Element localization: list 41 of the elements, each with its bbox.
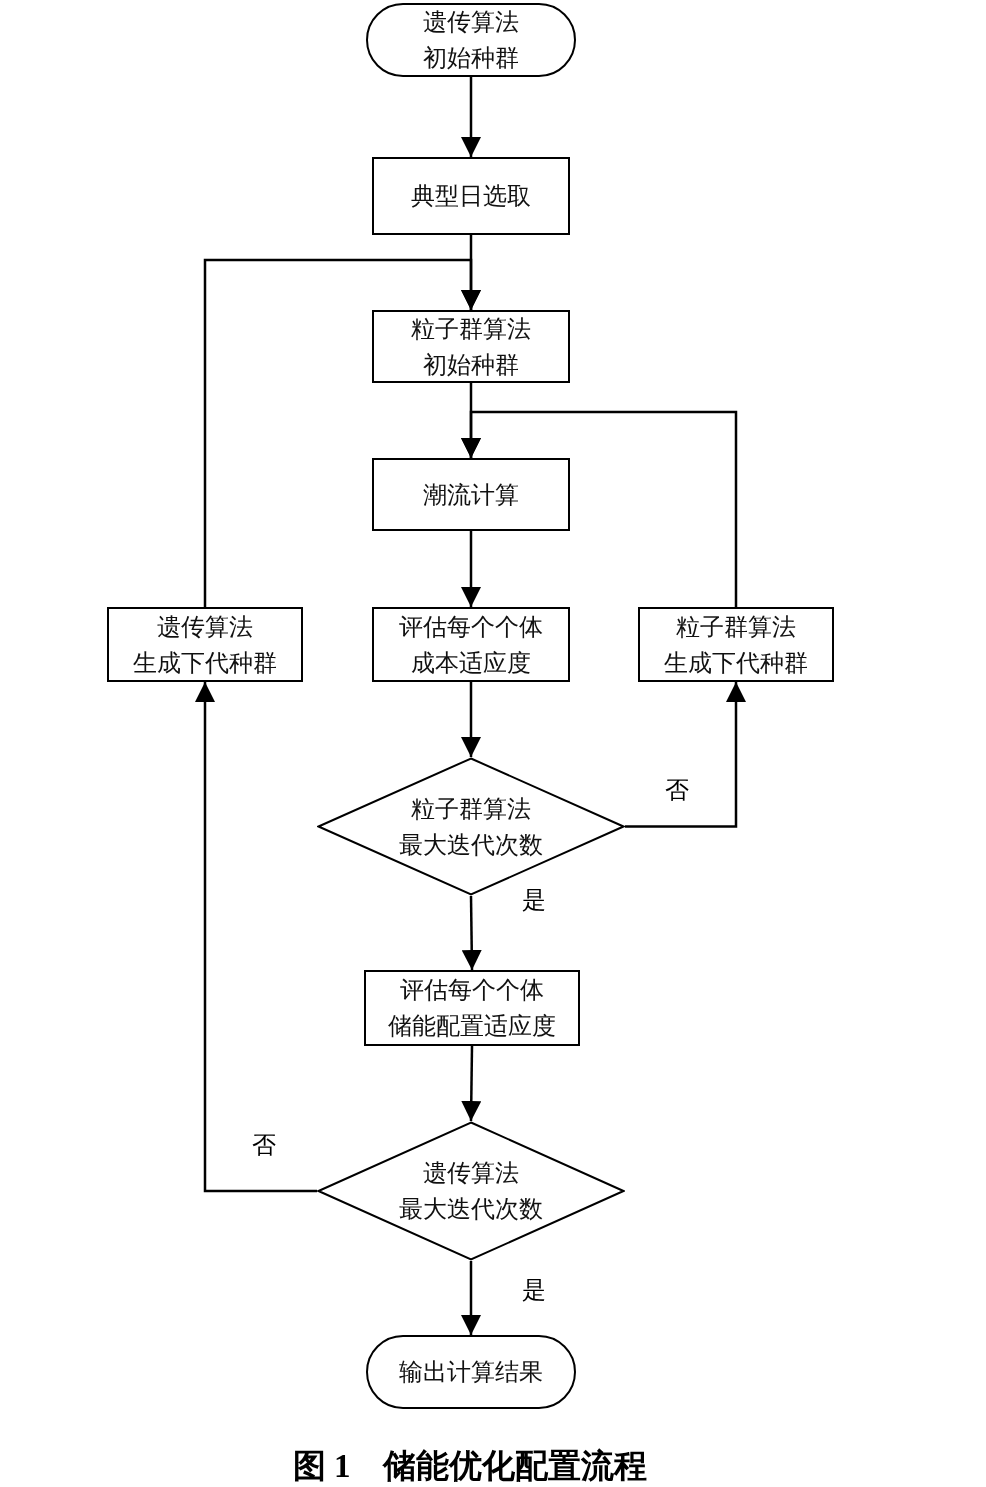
node-text: 初始种群 (423, 44, 519, 73)
node-text: 典型日选取 (411, 182, 531, 211)
node-text: 生成下代种群 (133, 648, 277, 678)
node-text: 遗传算法 (157, 612, 253, 642)
process-box (372, 607, 570, 682)
arrow (461, 682, 481, 757)
node-text: 粒子群算法 (411, 314, 531, 344)
node-text: 储能配置适应度 (388, 1012, 556, 1041)
arrow (625, 682, 746, 828)
node-text: 遗传算法 (423, 8, 519, 37)
figure-caption: 图 1 储能优化配置流程 (291, 1447, 649, 1486)
process-box (372, 310, 570, 383)
node-text: 成本适应度 (411, 648, 531, 678)
node-text: 潮流计算 (423, 480, 519, 510)
node-text: 初始种群 (423, 350, 519, 380)
arrow (461, 1261, 481, 1335)
arrow (195, 682, 317, 1193)
node-text: 遗传算法 (423, 1159, 519, 1188)
arrow (461, 410, 738, 607)
node-text: 最大迭代次数 (399, 1195, 543, 1224)
node-text: 输出计算结果 (399, 1358, 543, 1387)
process-box (372, 157, 570, 235)
arrow (461, 896, 482, 970)
node-text: 生成下代种群 (664, 648, 808, 678)
node-text: 评估每个个体 (400, 976, 544, 1005)
node-text: 粒子群算法 (676, 612, 796, 642)
arrow (461, 531, 481, 607)
process-box (638, 607, 834, 682)
process-box (107, 607, 303, 682)
process-box (372, 458, 570, 531)
edge-label: 否 (250, 1131, 278, 1159)
edge-label: 是 (520, 1276, 548, 1304)
arrow (461, 1046, 482, 1121)
process-box (364, 970, 580, 1046)
edge-label: 否 (663, 776, 691, 804)
arrow (203, 258, 481, 607)
arrow (461, 77, 481, 157)
node-text: 评估每个个体 (399, 612, 543, 642)
node-text: 粒子群算法 (411, 794, 531, 824)
edge-label: 是 (520, 886, 548, 914)
node-text: 最大迭代次数 (399, 830, 543, 860)
